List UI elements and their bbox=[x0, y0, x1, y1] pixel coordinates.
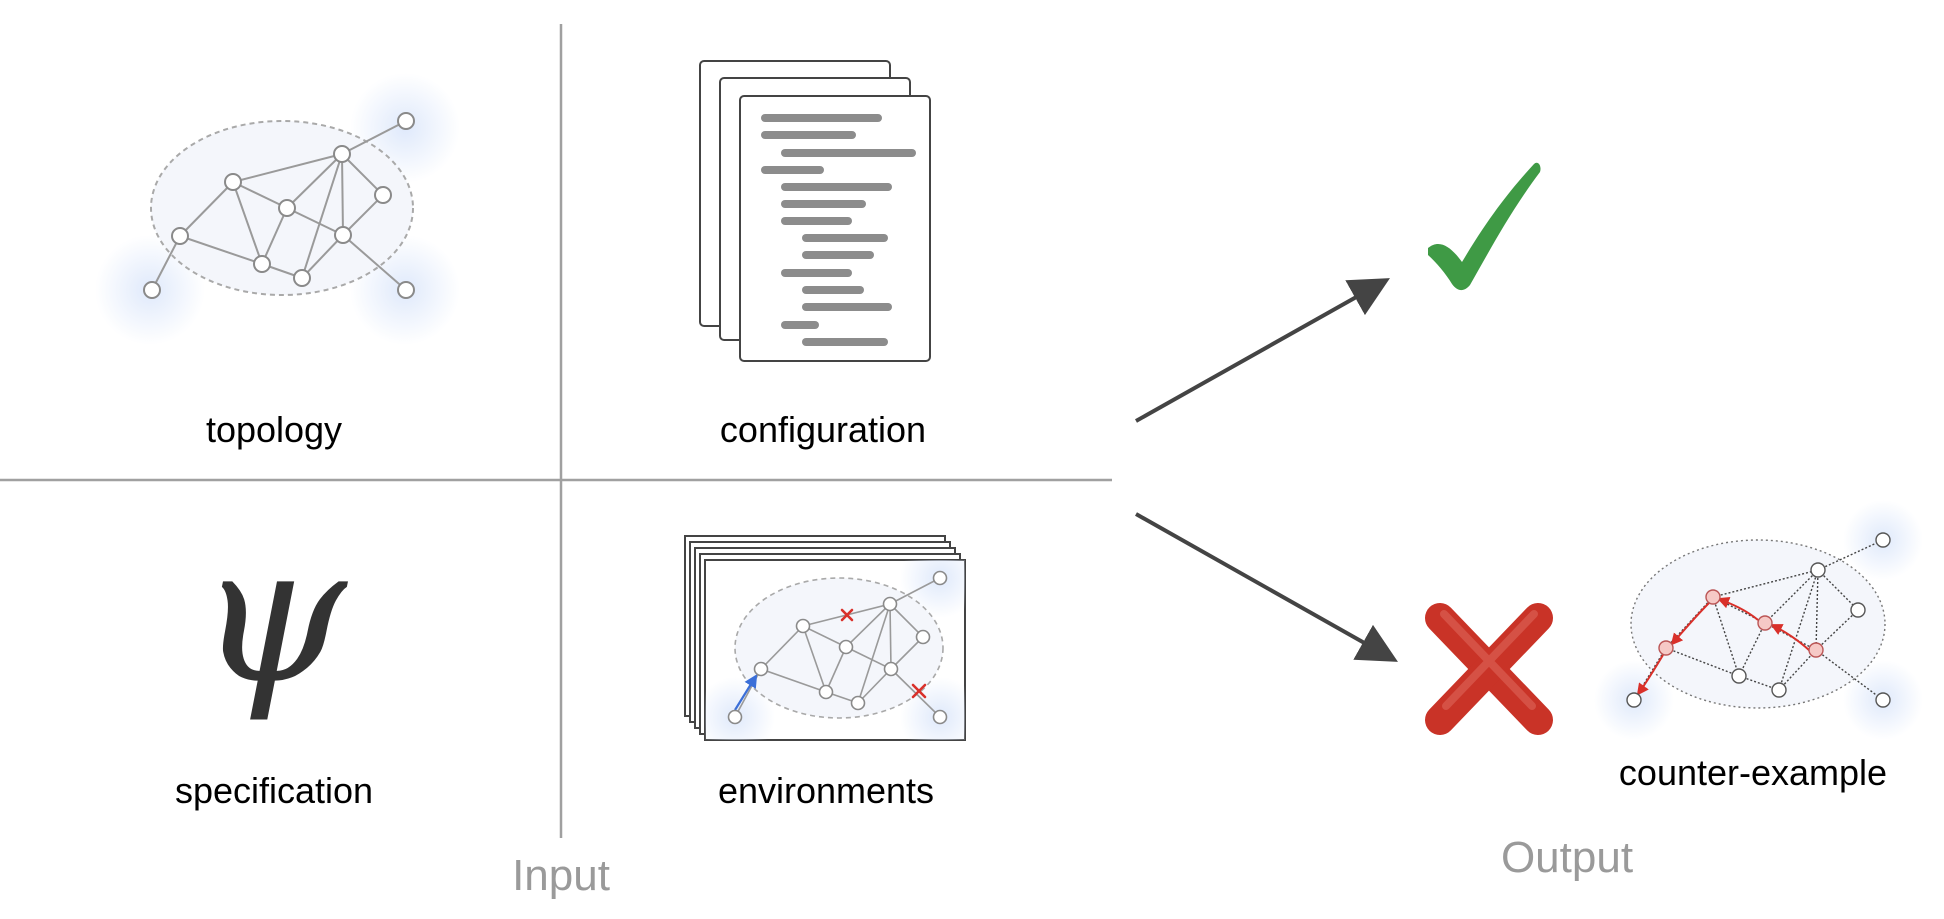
link-failure-marker bbox=[840, 608, 854, 622]
input-group-label: Input bbox=[512, 851, 610, 900]
counter-example-graph-icon bbox=[1594, 500, 1923, 740]
psi-symbol-icon: ψ bbox=[198, 504, 349, 725]
configuration-label: configuration bbox=[720, 409, 926, 450]
cross-icon bbox=[1425, 603, 1553, 735]
success-arrow bbox=[1135, 278, 1390, 423]
checkmark-icon bbox=[1428, 162, 1541, 291]
output-group-label: Output bbox=[1501, 833, 1633, 882]
counter-example-label: counter-example bbox=[1619, 752, 1887, 793]
violating-path bbox=[1636, 596, 1811, 696]
topology-label: topology bbox=[206, 409, 342, 450]
environments-label: environments bbox=[718, 770, 934, 811]
topology-graph-icon bbox=[95, 73, 460, 345]
configuration-documents-icon bbox=[699, 60, 931, 362]
injected-route-arrow bbox=[734, 674, 758, 711]
link-failure-marker bbox=[911, 683, 927, 699]
environments-stack-icon bbox=[684, 535, 966, 741]
failure-arrow bbox=[1135, 512, 1398, 662]
psi-symbol: ψ bbox=[198, 504, 349, 725]
specification-label: specification bbox=[175, 770, 373, 811]
